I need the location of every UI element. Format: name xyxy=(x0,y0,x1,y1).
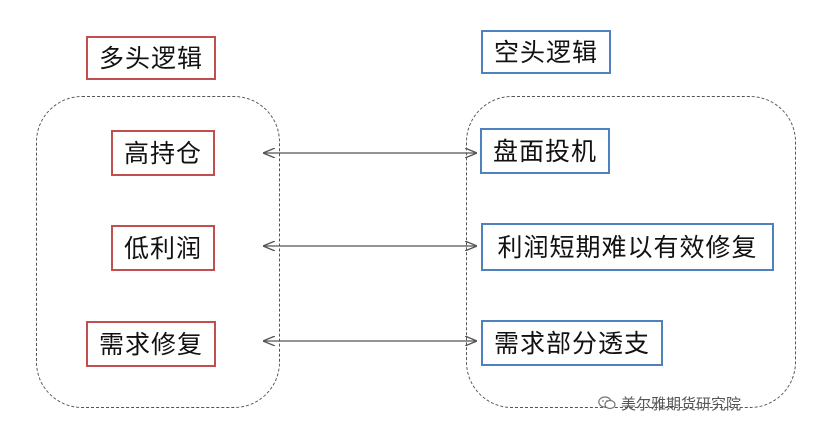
wechat-icon xyxy=(598,396,616,410)
bull-item-low-profit: 低利润 xyxy=(111,225,215,271)
bull-item-high-open-interest: 高持仓 xyxy=(111,130,215,176)
bull-logic-title: 多头逻辑 xyxy=(86,36,216,80)
bear-logic-frame xyxy=(466,96,796,408)
bull-logic-frame xyxy=(36,96,280,408)
watermark-text: 美尔雅期货研究院 xyxy=(621,394,742,413)
bear-item-demand-overdrawn: 需求部分透支 xyxy=(481,320,663,366)
bear-logic-title: 空头逻辑 xyxy=(481,30,611,74)
watermark: 美尔雅期货研究院 xyxy=(598,392,741,414)
bear-item-market-speculation: 盘面投机 xyxy=(480,128,610,174)
bull-item-demand-recovery: 需求修复 xyxy=(86,321,216,367)
bear-item-profit-hard-to-recover: 利润短期难以有效修复 xyxy=(481,223,774,271)
